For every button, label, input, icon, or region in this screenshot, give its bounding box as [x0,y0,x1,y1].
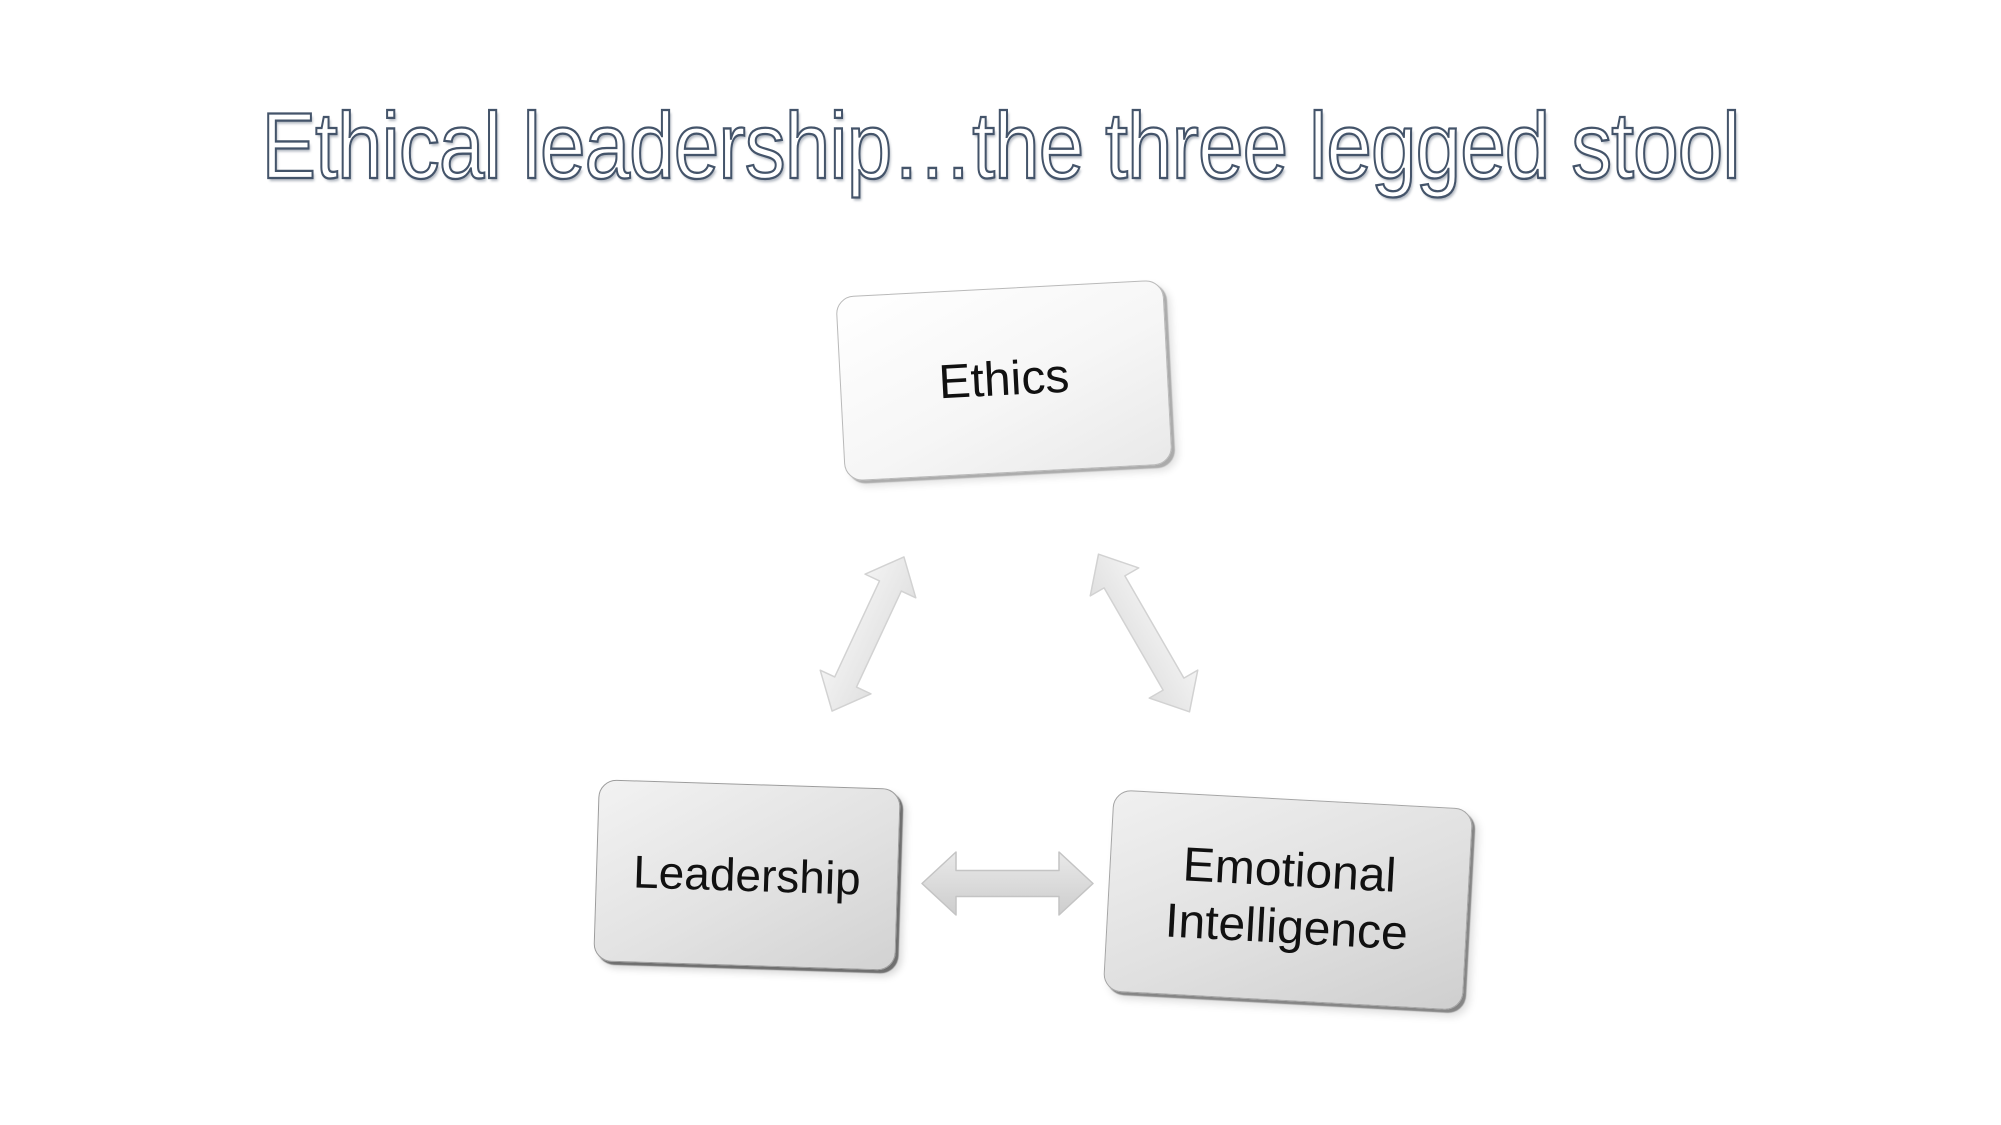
node-ethics-label: Ethics [937,349,1071,410]
slide-title-area: Ethical leadership…the three legged stoo… [0,92,2001,200]
double-arrow-icon-leadership-emotional-intelligence[interactable] [921,851,1094,916]
double-arrow-icon-ethics-emotional-intelligence[interactable] [1074,540,1213,726]
slide-title: Ethical leadership…the three legged stoo… [260,92,1741,199]
double-arrow-icon-ethics-leadership[interactable] [807,545,930,723]
node-emotional-intelligence[interactable]: Emotional Intelligence [1102,789,1474,1011]
node-leadership-label: Leadership [632,845,862,905]
node-emotional-intelligence-label: Emotional Intelligence [1163,838,1410,961]
node-leadership[interactable]: Leadership [593,779,901,971]
node-ethics[interactable]: Ethics [835,279,1173,482]
